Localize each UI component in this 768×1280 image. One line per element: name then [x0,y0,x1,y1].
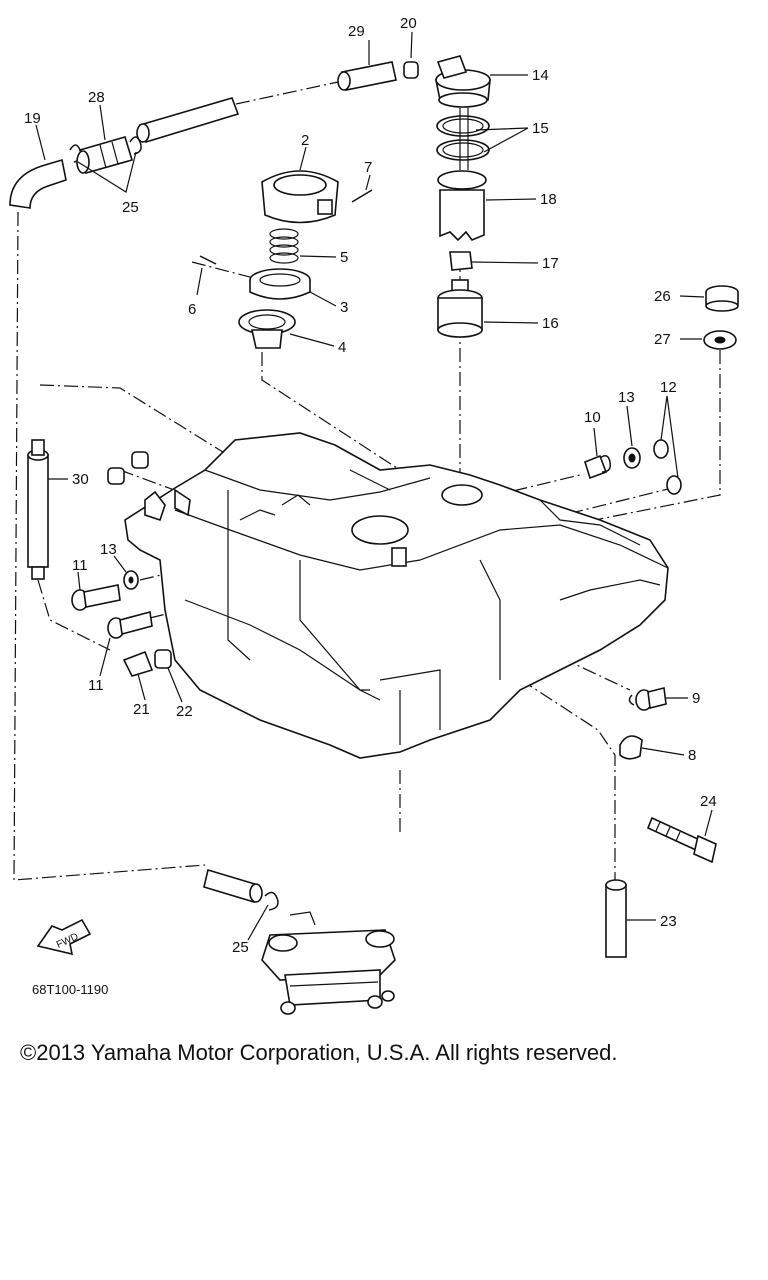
cap-8 [619,735,643,760]
callout-23: 23 [660,913,677,930]
cap-2 [261,170,339,224]
spring-5 [269,228,299,264]
callout-15: 15 [532,120,549,137]
callout-4: 4 [338,339,346,356]
neck-4 [238,309,296,349]
pin-7 [351,189,373,203]
callout-8: 8 [688,747,696,764]
callout-2: 2 [301,132,309,149]
washer-13-right [623,447,641,469]
leader-lines [35,31,713,941]
washer-27 [703,330,737,350]
hose-23 [605,879,627,958]
hose-long [136,97,240,143]
callout-11-upper: 11 [72,557,88,574]
pin-6 [199,255,217,265]
callout-3: 3 [340,299,348,316]
seal-3 [249,268,311,300]
strainer-18 [437,170,487,242]
cap-14 [435,55,491,108]
callouts: 29 20 14 28 19 15 2 7 25 18 5 17 6 3 26 … [24,15,717,956]
callout-13-right: 13 [618,389,635,406]
copyright-notice: ©2013 Yamaha Motor Corporation, U.S.A. A… [20,1040,618,1065]
callout-19: 19 [24,110,41,127]
grommet-26 [705,285,739,312]
hose-elbow-19 [9,158,67,209]
fwd-arrow-icon: FWD [36,918,92,956]
fitting-10 [584,454,612,480]
pickup-16 [437,279,483,338]
washers-12 [653,439,682,495]
bolt-11-lower [107,610,153,639]
callout-10: 10 [584,409,601,426]
clip-25-lower [264,891,279,911]
hose-lower [203,868,263,904]
callout-12: 12 [660,379,677,396]
diagram-code: 68T100-1190 [32,982,108,997]
callout-29: 29 [348,23,365,40]
callout-16: 16 [542,315,559,332]
callout-25-upper: 25 [122,199,139,216]
clip-17 [449,251,473,271]
callout-27: 27 [654,331,671,348]
fuel-tank [124,432,669,759]
callout-6: 6 [188,301,196,318]
callout-22: 22 [176,703,193,720]
hose-29 [337,61,397,91]
clip-22 [154,649,172,669]
callout-13-left: 13 [100,541,117,558]
fuel-pump [261,911,396,1015]
joint-28 [76,136,134,174]
callout-14: 14 [532,67,549,84]
clip-20 [403,61,419,79]
callout-24: 24 [700,793,717,810]
fitting-9 [628,687,667,711]
callout-20: 20 [400,15,417,32]
rings-15 [436,108,490,170]
callout-11-lower: 11 [88,677,104,694]
callout-18: 18 [540,191,557,208]
callout-28: 28 [88,89,105,106]
callout-26: 26 [654,288,671,305]
callout-21: 21 [133,701,150,718]
callout-25-lower: 25 [232,939,249,956]
elbow-21 [122,650,154,677]
callout-5: 5 [340,249,348,266]
bolt-11-upper [71,584,121,611]
callout-30: 30 [72,471,89,488]
callout-9: 9 [692,690,700,707]
callout-7: 7 [364,159,372,176]
bolt-24 [646,816,717,864]
hose-30 [27,439,49,580]
washer-13-left [123,570,139,590]
callout-17: 17 [542,255,559,272]
grommets-near-tank [107,451,149,485]
parts-diagram: FWD 29 20 [9,15,739,1015]
